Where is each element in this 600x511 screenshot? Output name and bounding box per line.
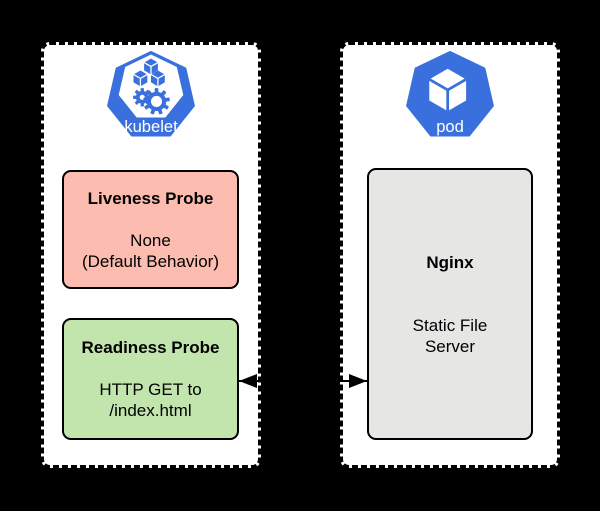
readiness-probe-box: Readiness Probe HTTP GET to /index.html xyxy=(62,318,239,440)
nginx-box: Nginx Static File Server xyxy=(367,168,533,440)
readiness-nginx-arrow xyxy=(239,374,367,388)
liveness-probe-line: None xyxy=(130,230,171,250)
liveness-probe-box: Liveness Probe None (Default Behavior) xyxy=(62,170,239,289)
readiness-probe-title: Readiness Probe xyxy=(81,338,220,357)
nginx-line: Static File xyxy=(412,315,488,335)
nginx-line: Server xyxy=(424,336,476,356)
kubelet-icon-label: kubelet xyxy=(124,117,178,136)
readiness-probe-line: /index.html xyxy=(109,401,192,420)
cube-icon xyxy=(143,58,159,75)
liveness-probe-title: Liveness Probe xyxy=(87,188,214,208)
kubelet-container: kubelet Liveness Probe None (Default Beh… xyxy=(41,42,261,468)
kubelet-icon: kubelet xyxy=(107,50,195,137)
arrow-head-right xyxy=(349,374,367,388)
liveness-probe-line: (Default Behavior) xyxy=(81,251,219,271)
gear-icon xyxy=(143,88,170,115)
readiness-probe-line: HTTP GET to xyxy=(99,380,202,399)
pod-icon: pod xyxy=(406,50,494,137)
arrow-head-left xyxy=(239,374,257,388)
nginx-title: Nginx xyxy=(426,252,474,272)
pod-container: pod Nginx Static File Server xyxy=(340,42,560,468)
cube-icon xyxy=(150,70,166,87)
cube-icon xyxy=(428,68,467,112)
cube-icon xyxy=(133,70,148,87)
inner-heptagon-shape xyxy=(118,54,184,118)
pod-icon-label: pod xyxy=(436,117,464,136)
